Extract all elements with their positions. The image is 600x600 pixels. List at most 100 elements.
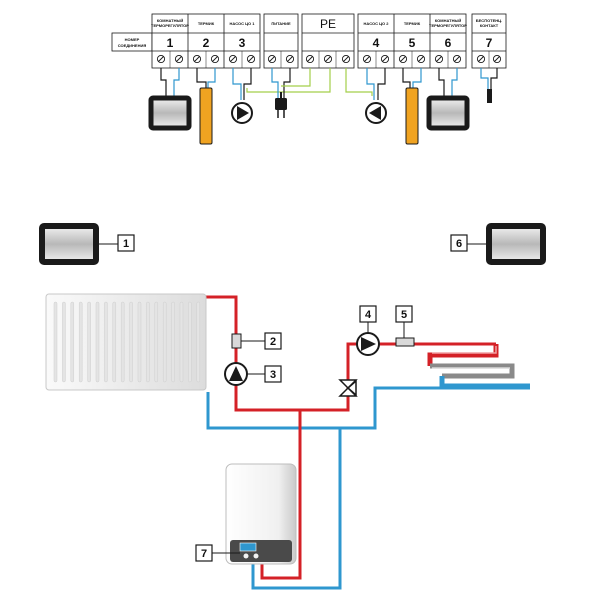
radiator-fin [78, 301, 83, 383]
three-way-valve-icon [338, 379, 358, 397]
screw-slot [176, 56, 182, 62]
screw-slot [494, 56, 500, 62]
screw-slot [287, 56, 293, 62]
radiator-fin [196, 301, 201, 383]
terminal-strip: НОМЕР СОЕДИНЕНИЯ КОМНАТНЫЙ ТЕРМОРЕГУЛЯТО… [111, 13, 507, 69]
screw-slot [158, 56, 164, 62]
screw-slot [212, 56, 218, 62]
screw-slot [194, 56, 200, 62]
callout-1: 1 [123, 238, 129, 250]
radiator-icon [45, 293, 207, 391]
callout-7: 7 [201, 548, 207, 560]
header-room-thermostat-left-1: КОМНАТНЫЙ [157, 18, 184, 23]
pump-icon [224, 362, 248, 386]
radiator-fin [87, 301, 91, 383]
radiator-fin [154, 301, 159, 383]
wired-devices [148, 87, 492, 145]
radiator-fin [120, 301, 125, 383]
radiator-fin [129, 301, 133, 383]
row-header-box [111, 32, 153, 52]
contact-wire-end [487, 89, 492, 103]
callout-3: 3 [270, 369, 276, 381]
callout-box-2 [264, 332, 282, 350]
screw-slot [454, 56, 460, 62]
header-pump-2: НАСОС ЦО 2 [364, 21, 390, 26]
temperature-sensor-icon [199, 87, 213, 145]
header-pump-1: НАСОС ЦО 1 [230, 21, 256, 26]
radiator-fin [188, 301, 192, 383]
terminal-number-7: 7 [486, 36, 493, 50]
temperature-sensor-icon [395, 337, 415, 347]
terminal-number-2: 2 [203, 36, 210, 50]
pump-icon [365, 102, 387, 124]
boiler-icon [225, 463, 297, 565]
terminal-number-4: 4 [373, 36, 380, 50]
terminal-number-6: 6 [445, 36, 452, 50]
screw-slot [307, 56, 313, 62]
header-room-thermostat-left-2: ТЕРМОРЕГУЛЯТОР [151, 23, 189, 28]
radiator-fin [104, 301, 108, 383]
screw-slot [269, 56, 275, 62]
radiator-fins [53, 301, 201, 383]
terminal-block-right: НАСОС ЦО 2 ТЕРМИК КОМНАТНЫЙ ТЕРМОРЕГУЛЯТ… [357, 13, 467, 69]
header-room-thermostat-right-1: КОМНАТНЫЙ [435, 18, 462, 23]
radiator-fin [112, 301, 117, 383]
radiator-fin [146, 301, 150, 383]
header-potential-free-2: КОНТАКТ [480, 23, 499, 28]
header-room-thermostat-right-2: ТЕРМОРЕГУЛЯТОР [429, 23, 467, 28]
callout-box-4 [359, 305, 377, 323]
radiator-fin [171, 301, 175, 383]
callout-box-6 [450, 234, 468, 252]
radiator-fin [162, 301, 167, 383]
radiator-fin [137, 301, 142, 383]
screw-slot [325, 56, 331, 62]
callout-6: 6 [456, 238, 462, 250]
callout-4: 4 [365, 309, 372, 321]
room-thermostat-icon [426, 95, 470, 131]
terminal-number-3: 3 [239, 36, 246, 50]
header-thermik-left: ТЕРМИК [198, 21, 215, 26]
header-power: ПИТАНИЕ [271, 21, 291, 26]
callout-box-5 [395, 305, 413, 323]
screw-slot [400, 56, 406, 62]
callout-5: 5 [401, 309, 407, 321]
pump-icon [356, 332, 380, 356]
screw-slot [382, 56, 388, 62]
screw-slot [364, 56, 370, 62]
screw-slot [230, 56, 236, 62]
terminal-number-5: 5 [409, 36, 416, 50]
header-thermik-right: ТЕРМИК [404, 21, 421, 26]
radiator-fin [70, 301, 75, 383]
callout-box-7 [195, 544, 213, 562]
room-thermostat-icon [486, 223, 546, 265]
terminal-label-pe: PE [320, 17, 336, 31]
screw-slot [343, 56, 349, 62]
terminal-block-left: КОМНАТНЫЙ ТЕРМОРЕГУЛЯТОР ТЕРМИК НАСОС ЦО… [151, 13, 261, 69]
room-thermostat-icon [148, 95, 192, 131]
screw-slot [436, 56, 442, 62]
callout-box-1 [117, 234, 135, 252]
radiator-fin [95, 301, 100, 383]
underfloor-loop-icon [427, 344, 530, 389]
header-potential-free-1: БЕСПОТЕНЦ. [476, 18, 502, 23]
power-plug-icon [275, 92, 287, 118]
return-pipes [206, 386, 530, 590]
callout-box-3 [264, 365, 282, 383]
wiring [160, 68, 498, 100]
terminal-number-1: 1 [167, 36, 174, 50]
radiator-fin [179, 301, 184, 383]
screw-slot [418, 56, 424, 62]
room-thermostat-icon [39, 223, 99, 265]
screw-slot [478, 56, 484, 62]
radiator-fin [62, 301, 66, 383]
screw-slot [248, 56, 254, 62]
callout-2: 2 [270, 336, 276, 348]
row-header-line-1: НОМЕР [125, 37, 140, 42]
temperature-sensor-icon [231, 333, 242, 349]
radiator-fin [53, 301, 58, 383]
temperature-sensor-icon [405, 87, 419, 145]
pump-icon [231, 102, 253, 124]
screw-terminals [156, 54, 502, 64]
row-header-line-2: СОЕДИНЕНИЯ [118, 43, 147, 48]
